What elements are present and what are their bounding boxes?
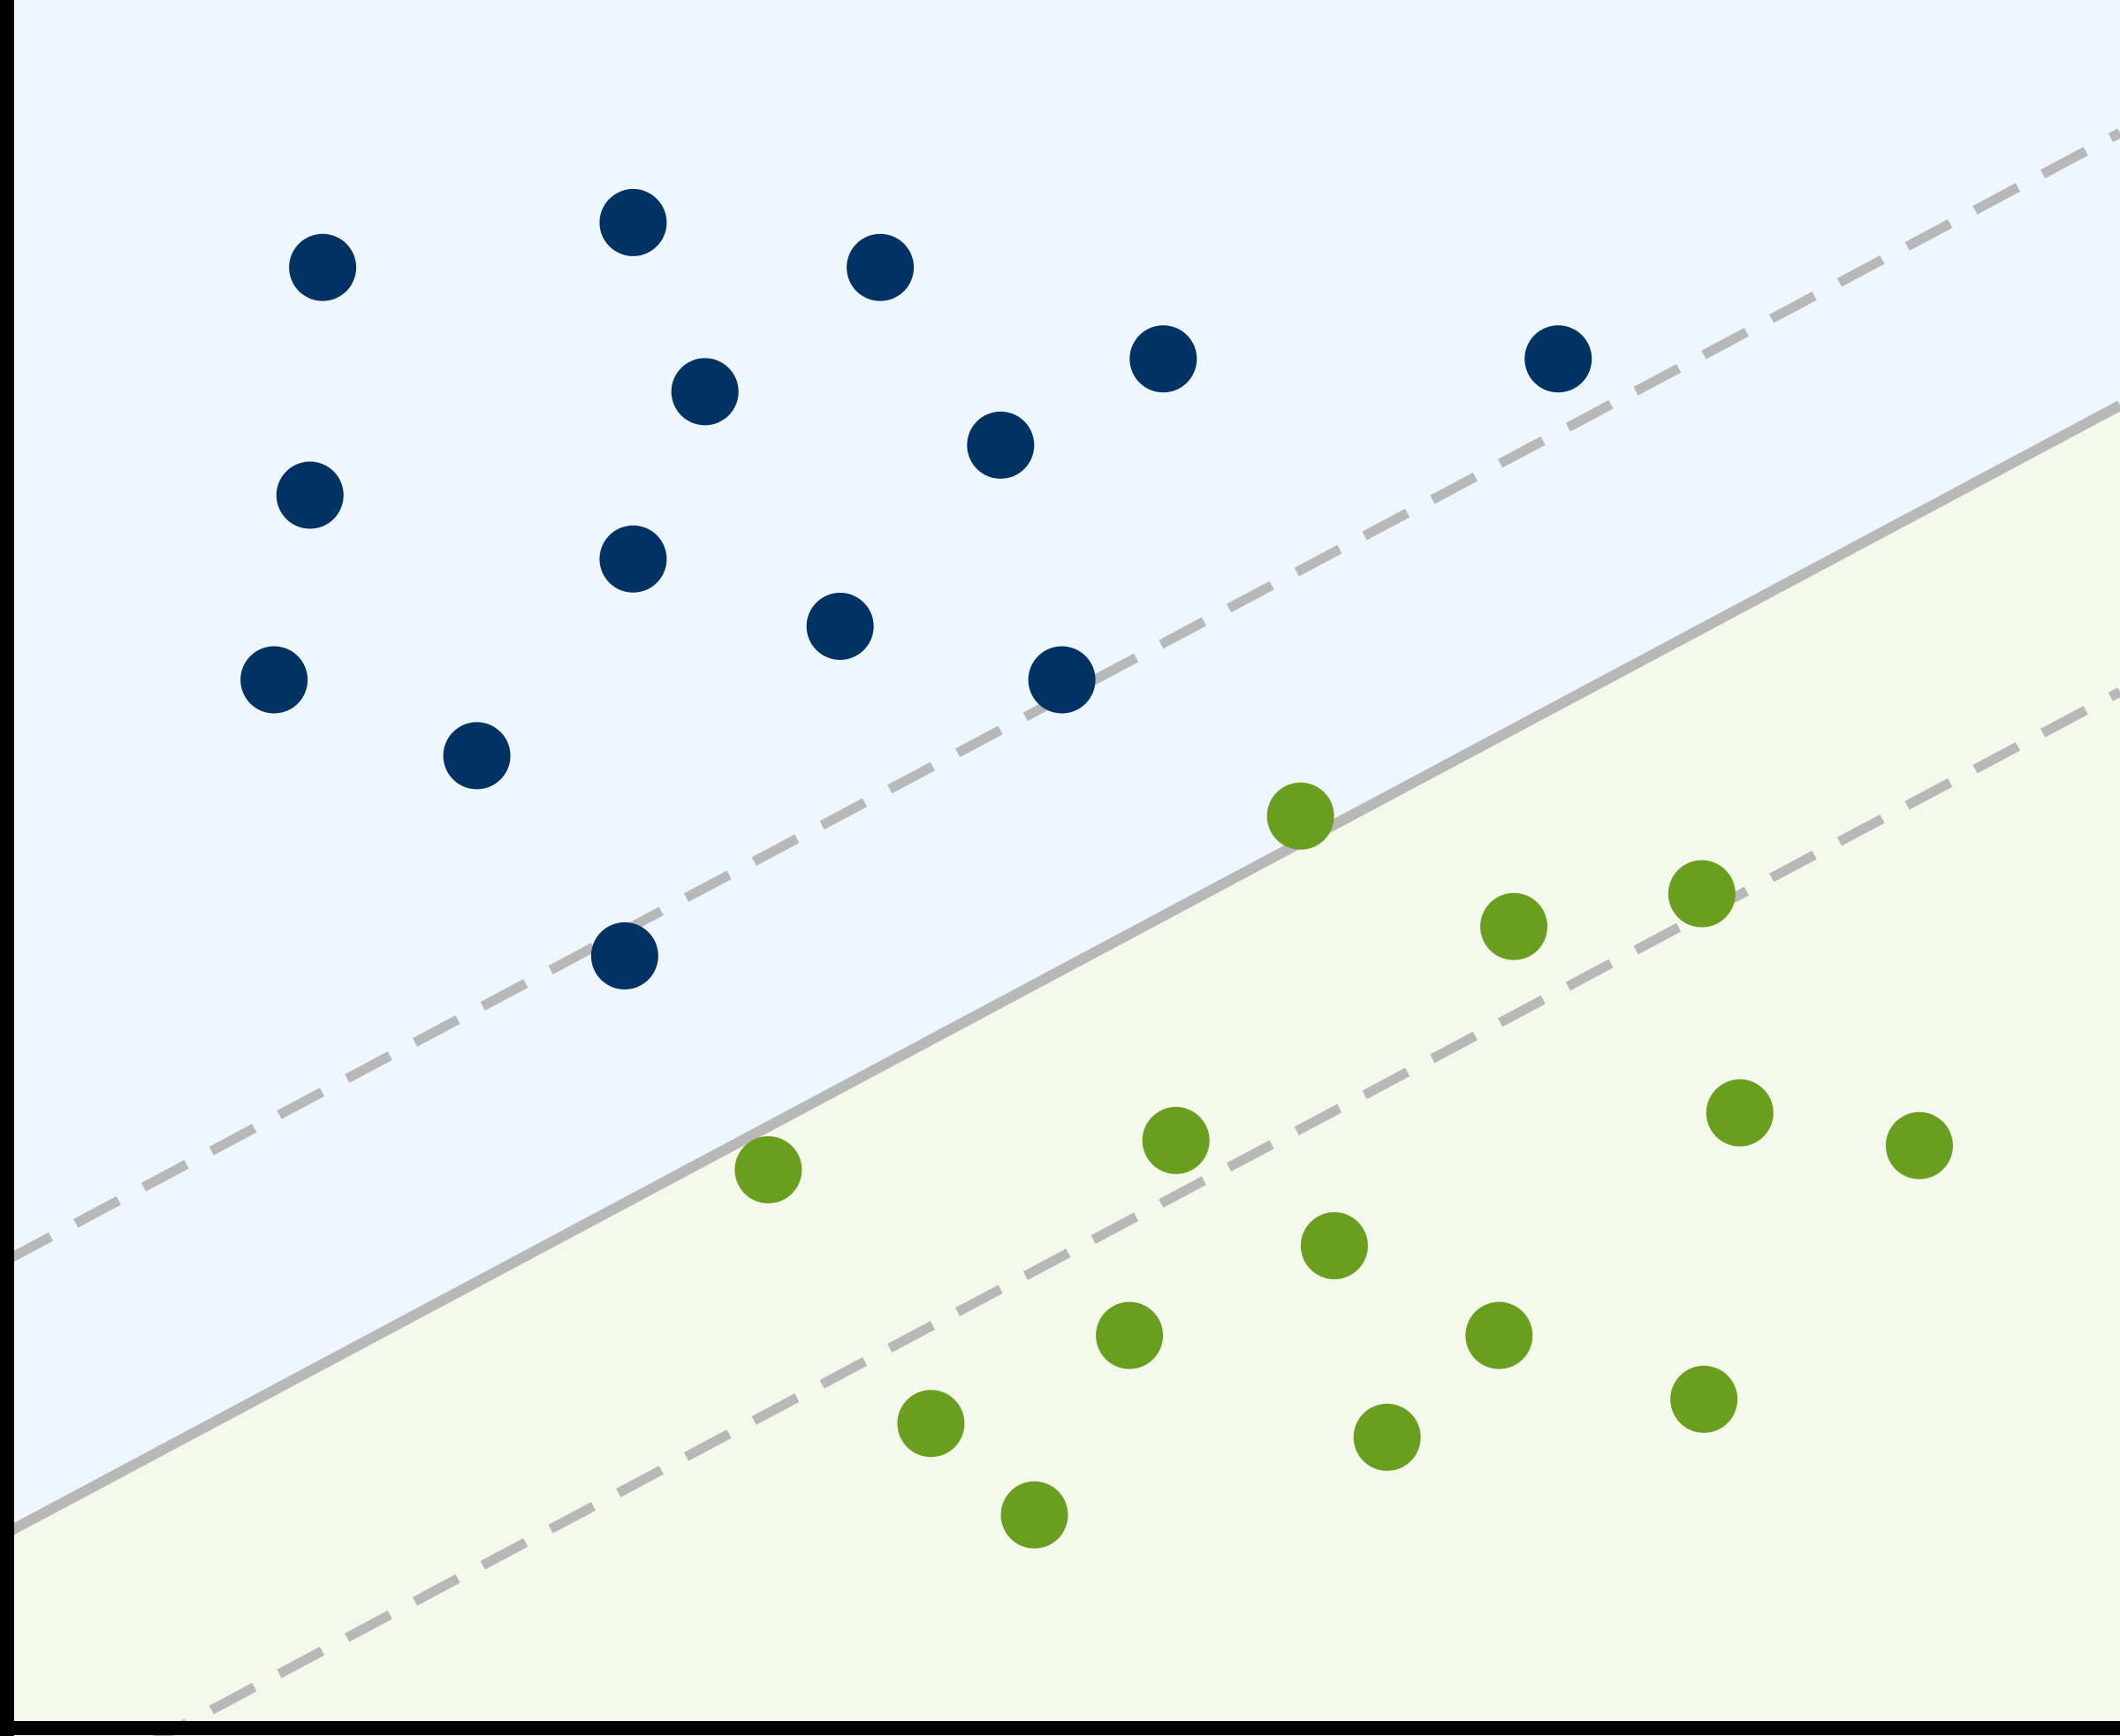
class-b-point xyxy=(1000,1481,1068,1549)
class-a-point xyxy=(276,461,344,529)
class-b-point xyxy=(1096,1301,1164,1369)
class-a-point xyxy=(443,722,511,790)
class-b-point xyxy=(1266,782,1334,850)
data-points xyxy=(240,188,1953,1549)
class-a-point xyxy=(1129,325,1197,393)
upper-region xyxy=(8,0,2120,1533)
class-b-point xyxy=(1670,1365,1738,1433)
class-a-point xyxy=(590,921,658,989)
class-b-point xyxy=(1465,1301,1533,1369)
class-b-point xyxy=(734,1136,802,1204)
class-a-point xyxy=(599,188,667,256)
class-a-point xyxy=(967,411,1035,479)
class-b-point xyxy=(1706,1079,1774,1147)
lower-margin-line xyxy=(152,687,2120,1736)
class-b-point xyxy=(897,1390,965,1458)
class-b-point xyxy=(1668,860,1736,928)
class-a-point xyxy=(1524,325,1592,393)
class-a-point xyxy=(240,646,308,714)
class-a-point xyxy=(1028,646,1096,714)
decision-regions xyxy=(8,0,2120,1726)
class-b-point xyxy=(1142,1106,1210,1174)
class-a-point xyxy=(289,233,357,301)
class-b-point xyxy=(1480,892,1548,960)
class-b-point xyxy=(1885,1111,1953,1179)
class-a-point xyxy=(671,358,739,426)
class-a-point xyxy=(847,233,915,301)
class-b-point xyxy=(1300,1212,1368,1280)
class-a-point xyxy=(806,592,874,660)
class-b-point xyxy=(1353,1403,1421,1471)
class-a-point xyxy=(599,525,667,593)
lower-region xyxy=(8,405,2120,1726)
hyperplane-line xyxy=(5,400,2120,1537)
